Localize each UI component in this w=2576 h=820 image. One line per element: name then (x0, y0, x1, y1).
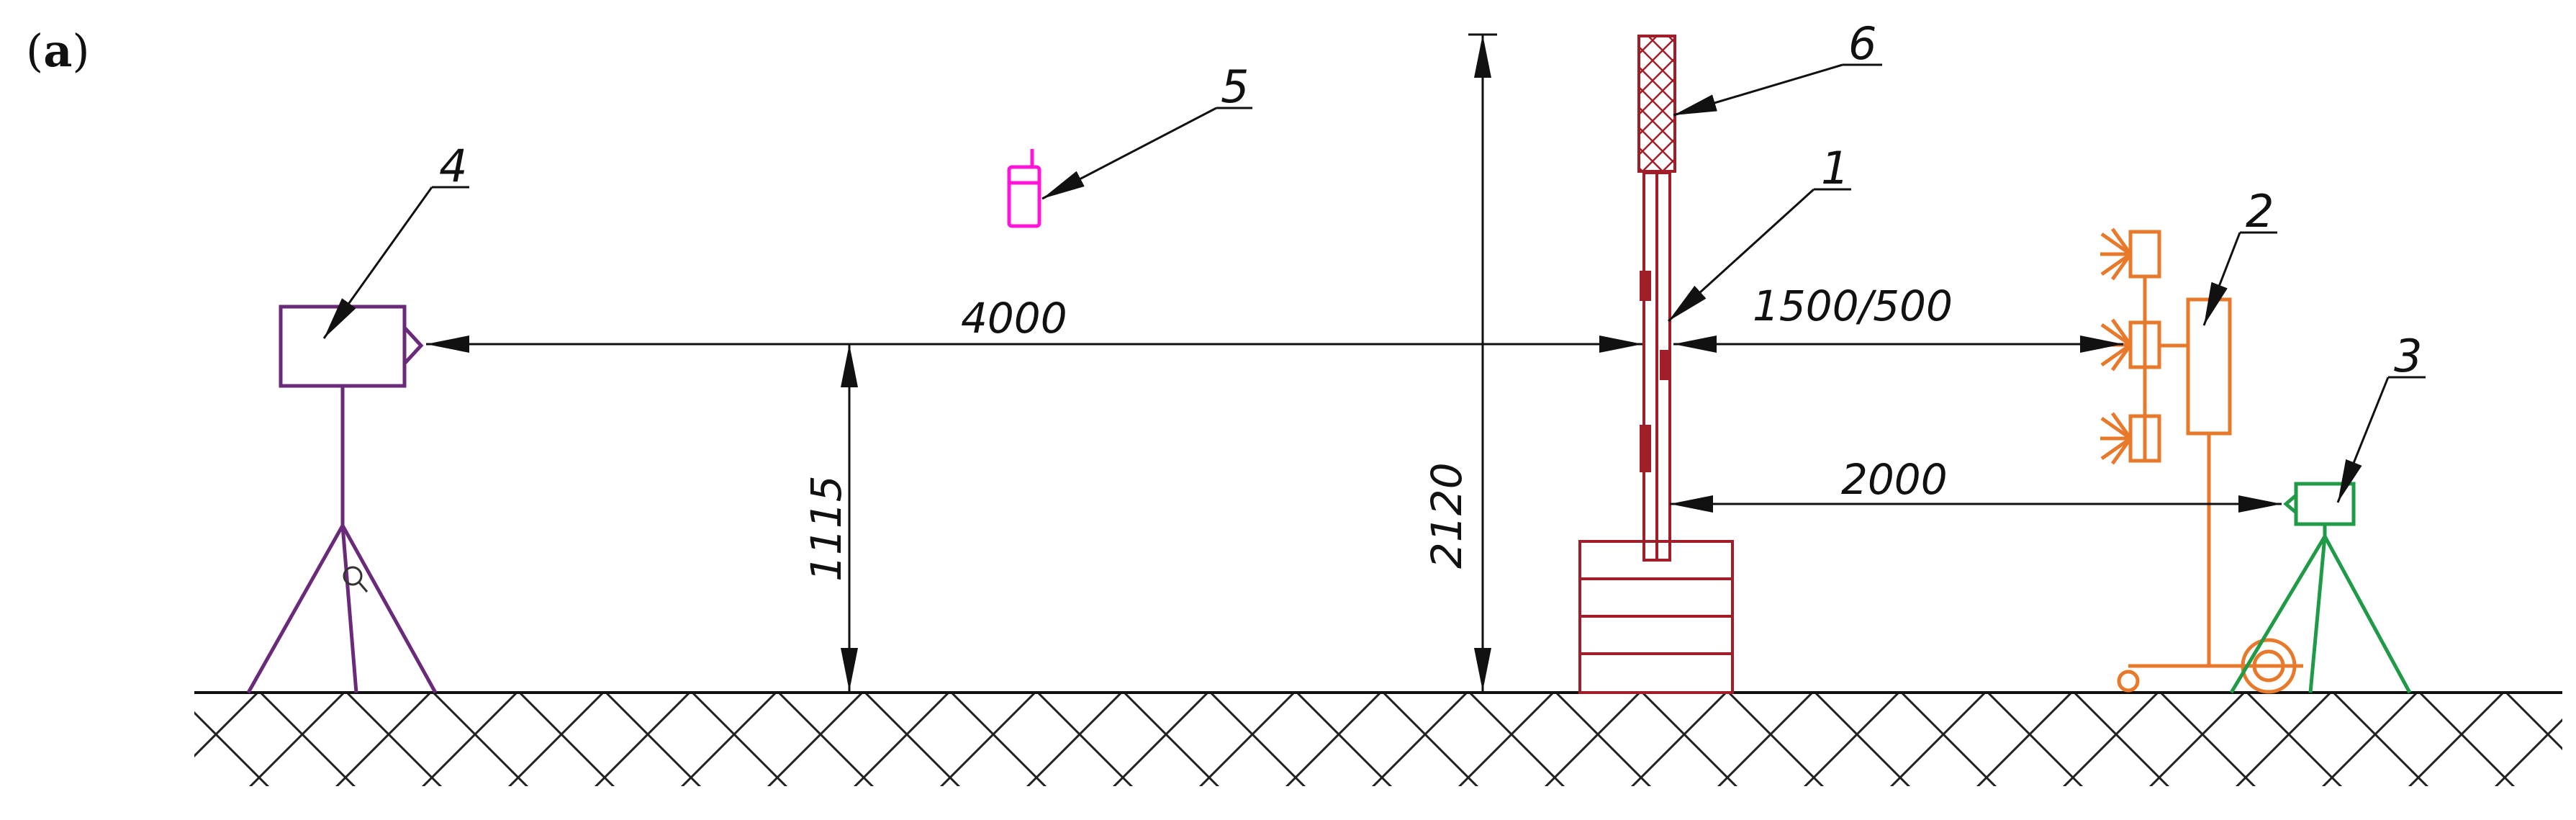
callout-1: 1 (1821, 142, 1849, 194)
callout-2: 2 (2246, 185, 2274, 238)
dim-device-to-target: 2000 (1841, 455, 1948, 504)
dimension-lines (426, 33, 2282, 691)
phone-device (1007, 149, 1041, 228)
panel-label: (a) (26, 24, 90, 77)
dim-lamp-to-target: 1500/500 (1753, 281, 1953, 330)
ground (194, 691, 2562, 786)
dim-camera-to-target: 4000 (961, 294, 1067, 343)
callout-leaders (322, 63, 2426, 503)
callout-3: 3 (2394, 330, 2422, 382)
callout-4: 4 (439, 140, 467, 192)
device-tripod-right (2229, 482, 2412, 694)
dim-camera-height: 1115 (802, 475, 851, 582)
dim-target-height: 2120 (1422, 462, 1471, 569)
callout-5: 5 (1221, 60, 1249, 113)
callout-6: 6 (1848, 17, 1876, 70)
camera-tripod-left (246, 305, 438, 694)
target-stand (1578, 35, 1734, 694)
